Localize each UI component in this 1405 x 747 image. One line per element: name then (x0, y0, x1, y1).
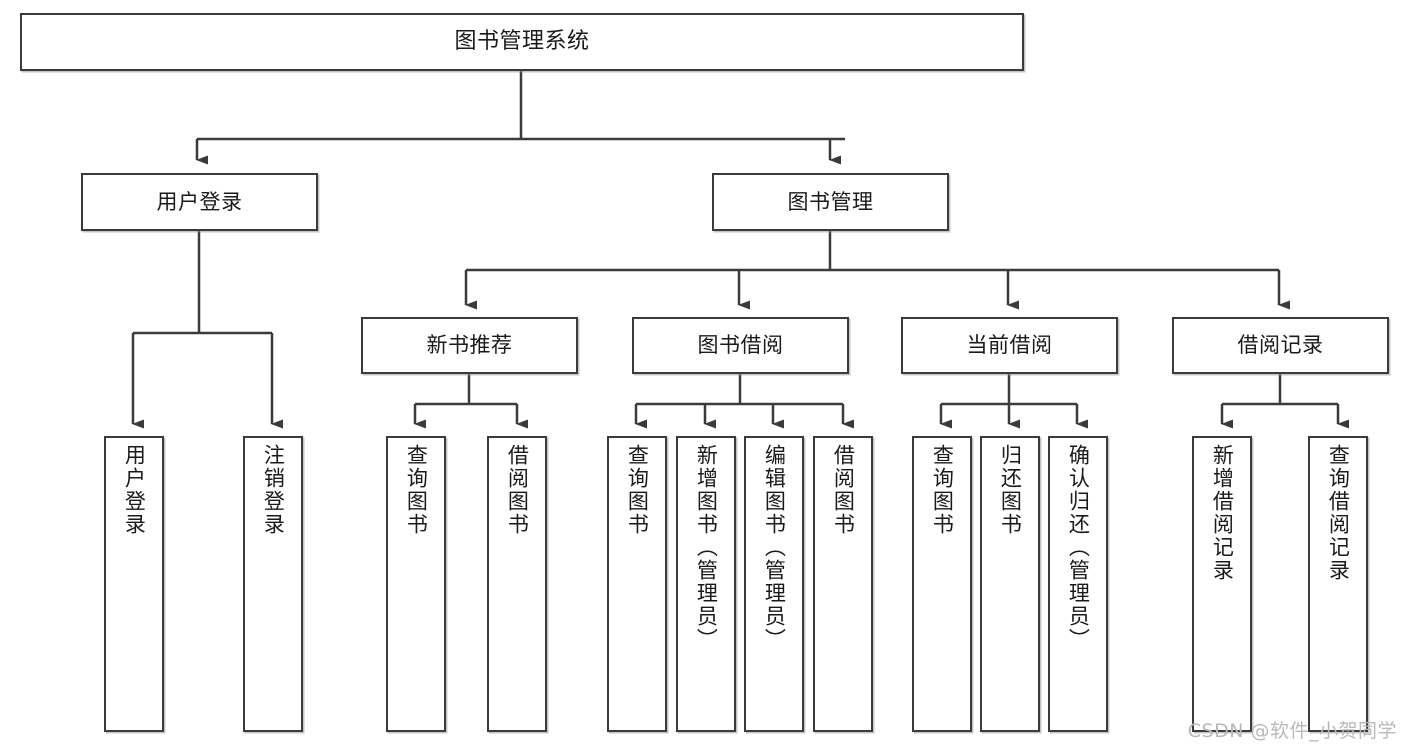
node-root-book-management-system[interactable]: 图书管理系统 (20, 13, 1024, 71)
node-user-login[interactable]: 用户登录 (81, 173, 318, 231)
node-leaf-query-book-new[interactable]: 查询图书 (386, 436, 446, 732)
node-label: 注销登录 (261, 444, 286, 536)
node-leaf-borrow-book[interactable]: 借阅图书 (813, 436, 873, 732)
node-leaf-edit-book-admin[interactable]: 编辑图书（管理员） (744, 436, 804, 732)
node-label: 查询图书 (404, 444, 429, 536)
node-label: 图书管理系统 (454, 29, 590, 55)
node-label: 用户登录 (122, 444, 147, 536)
node-label: 用户登录 (156, 189, 243, 214)
node-borrow-record[interactable]: 借阅记录 (1172, 317, 1389, 374)
node-new-book-recommend[interactable]: 新书推荐 (361, 317, 578, 374)
node-label: 确认归还（管理员） (1066, 444, 1091, 651)
node-label: 查询图书 (930, 444, 955, 536)
node-label: 查询借阅记录 (1326, 444, 1351, 582)
watermark: CSDN @软件_小贺同学 (1187, 720, 1397, 742)
node-label: 借阅图书 (831, 444, 856, 536)
node-label: 当前借阅 (966, 333, 1053, 358)
node-leaf-query-book-borrow[interactable]: 查询图书 (607, 436, 667, 732)
node-label: 编辑图书（管理员） (762, 444, 787, 651)
node-label: 归还图书 (998, 444, 1023, 536)
node-leaf-confirm-return-admin[interactable]: 确认归还（管理员） (1048, 436, 1108, 732)
node-label: 图书借阅 (697, 333, 784, 358)
node-leaf-add-book-admin[interactable]: 新增图书（管理员） (676, 436, 736, 732)
node-label: 借阅图书 (505, 444, 530, 536)
node-current-borrow[interactable]: 当前借阅 (901, 317, 1118, 374)
node-label: 借阅记录 (1237, 333, 1324, 358)
node-leaf-return-book[interactable]: 归还图书 (980, 436, 1040, 732)
node-leaf-add-borrow-record[interactable]: 新增借阅记录 (1192, 436, 1252, 732)
node-leaf-query-borrow-record[interactable]: 查询借阅记录 (1308, 436, 1368, 732)
node-leaf-logout[interactable]: 注销登录 (243, 436, 303, 732)
node-label: 新增图书（管理员） (694, 444, 719, 651)
node-book-borrow[interactable]: 图书借阅 (632, 317, 849, 374)
node-label: 新书推荐 (426, 333, 513, 358)
node-label: 查询图书 (625, 444, 650, 536)
node-leaf-borrow-book-new[interactable]: 借阅图书 (487, 436, 547, 732)
node-label: 图书管理 (787, 189, 874, 214)
node-leaf-query-book-current[interactable]: 查询图书 (912, 436, 972, 732)
node-book-management[interactable]: 图书管理 (712, 173, 949, 231)
node-leaf-user-login[interactable]: 用户登录 (104, 436, 164, 732)
node-label: 新增借阅记录 (1210, 444, 1235, 582)
